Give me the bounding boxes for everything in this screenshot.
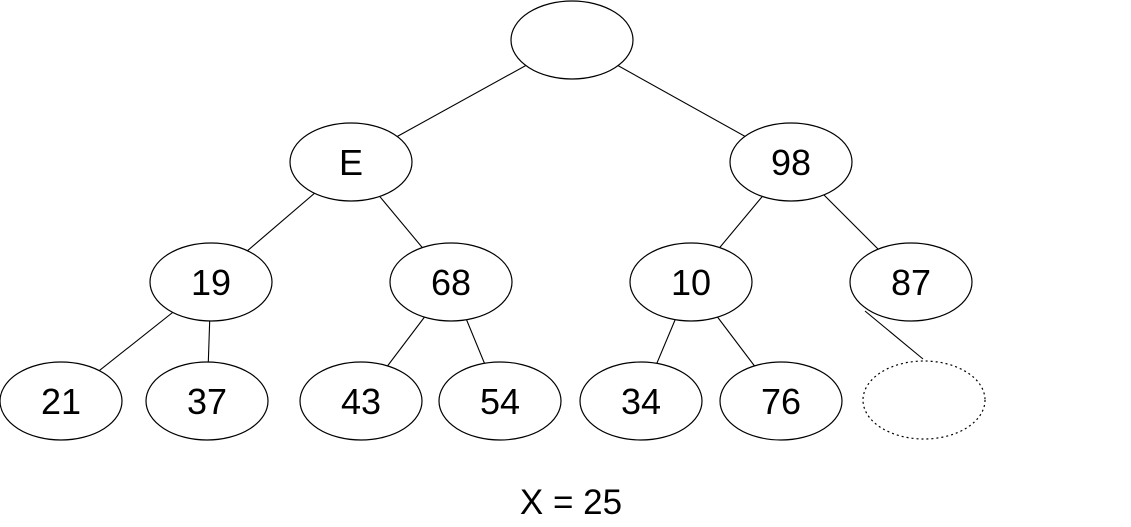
tree-node-ellipse: [0, 361, 123, 441]
caption: X = 25: [519, 483, 623, 522]
tree-node-87[interactable]: 87: [849, 242, 973, 322]
tree-node-label: 10: [671, 262, 711, 303]
tree-edge-87-empty: [864, 310, 924, 360]
tree-node-label: E: [339, 142, 363, 183]
tree-node-98[interactable]: 98: [729, 122, 853, 202]
tree-node-19[interactable]: 19: [149, 242, 273, 322]
tree-node-10[interactable]: 10: [629, 242, 753, 322]
tree-node-ellipse: [729, 122, 853, 202]
tree-node-43[interactable]: 43: [299, 361, 423, 441]
tree-node-76[interactable]: 76: [719, 361, 843, 441]
tree-node-ellipse: [299, 361, 423, 441]
tree-node-ellipse: [389, 242, 513, 322]
tree-node-ellipse: [579, 361, 703, 441]
tree-node-label: 54: [480, 381, 520, 422]
tree-node-37[interactable]: 37: [145, 361, 269, 441]
tree-node-placeholder-ellipse: [862, 360, 986, 440]
tree-node-label: 43: [341, 381, 381, 422]
tree-node-ellipse: [849, 242, 973, 322]
tree-node-label: 68: [431, 262, 471, 303]
tree-node-68[interactable]: 68: [389, 242, 513, 322]
tree-node-label: 21: [41, 381, 81, 422]
tree-node-54[interactable]: 54: [438, 361, 562, 441]
tree-node-ellipse: [438, 361, 562, 441]
tree-node-label: 98: [771, 142, 811, 183]
tree-node-ellipse: [149, 242, 273, 322]
tree-node-label: 34: [621, 381, 661, 422]
tree-node-label: 87: [891, 262, 931, 303]
tree-node-empty[interactable]: [862, 360, 986, 440]
tree-node-ellipse: [510, 0, 634, 80]
tree-node-21[interactable]: 21: [0, 361, 123, 441]
tree-node-ellipse: [145, 361, 269, 441]
tree-node-label: 76: [761, 381, 801, 422]
tree-node-E[interactable]: E: [289, 122, 413, 202]
tree-node-root[interactable]: [510, 0, 634, 80]
tree-node-label: 37: [187, 381, 227, 422]
tree-node-34[interactable]: 34: [579, 361, 703, 441]
tree-node-ellipse: [289, 122, 413, 202]
tree-node-ellipse: [719, 361, 843, 441]
tree-node-label: 19: [191, 262, 231, 303]
tree-node-ellipse: [629, 242, 753, 322]
